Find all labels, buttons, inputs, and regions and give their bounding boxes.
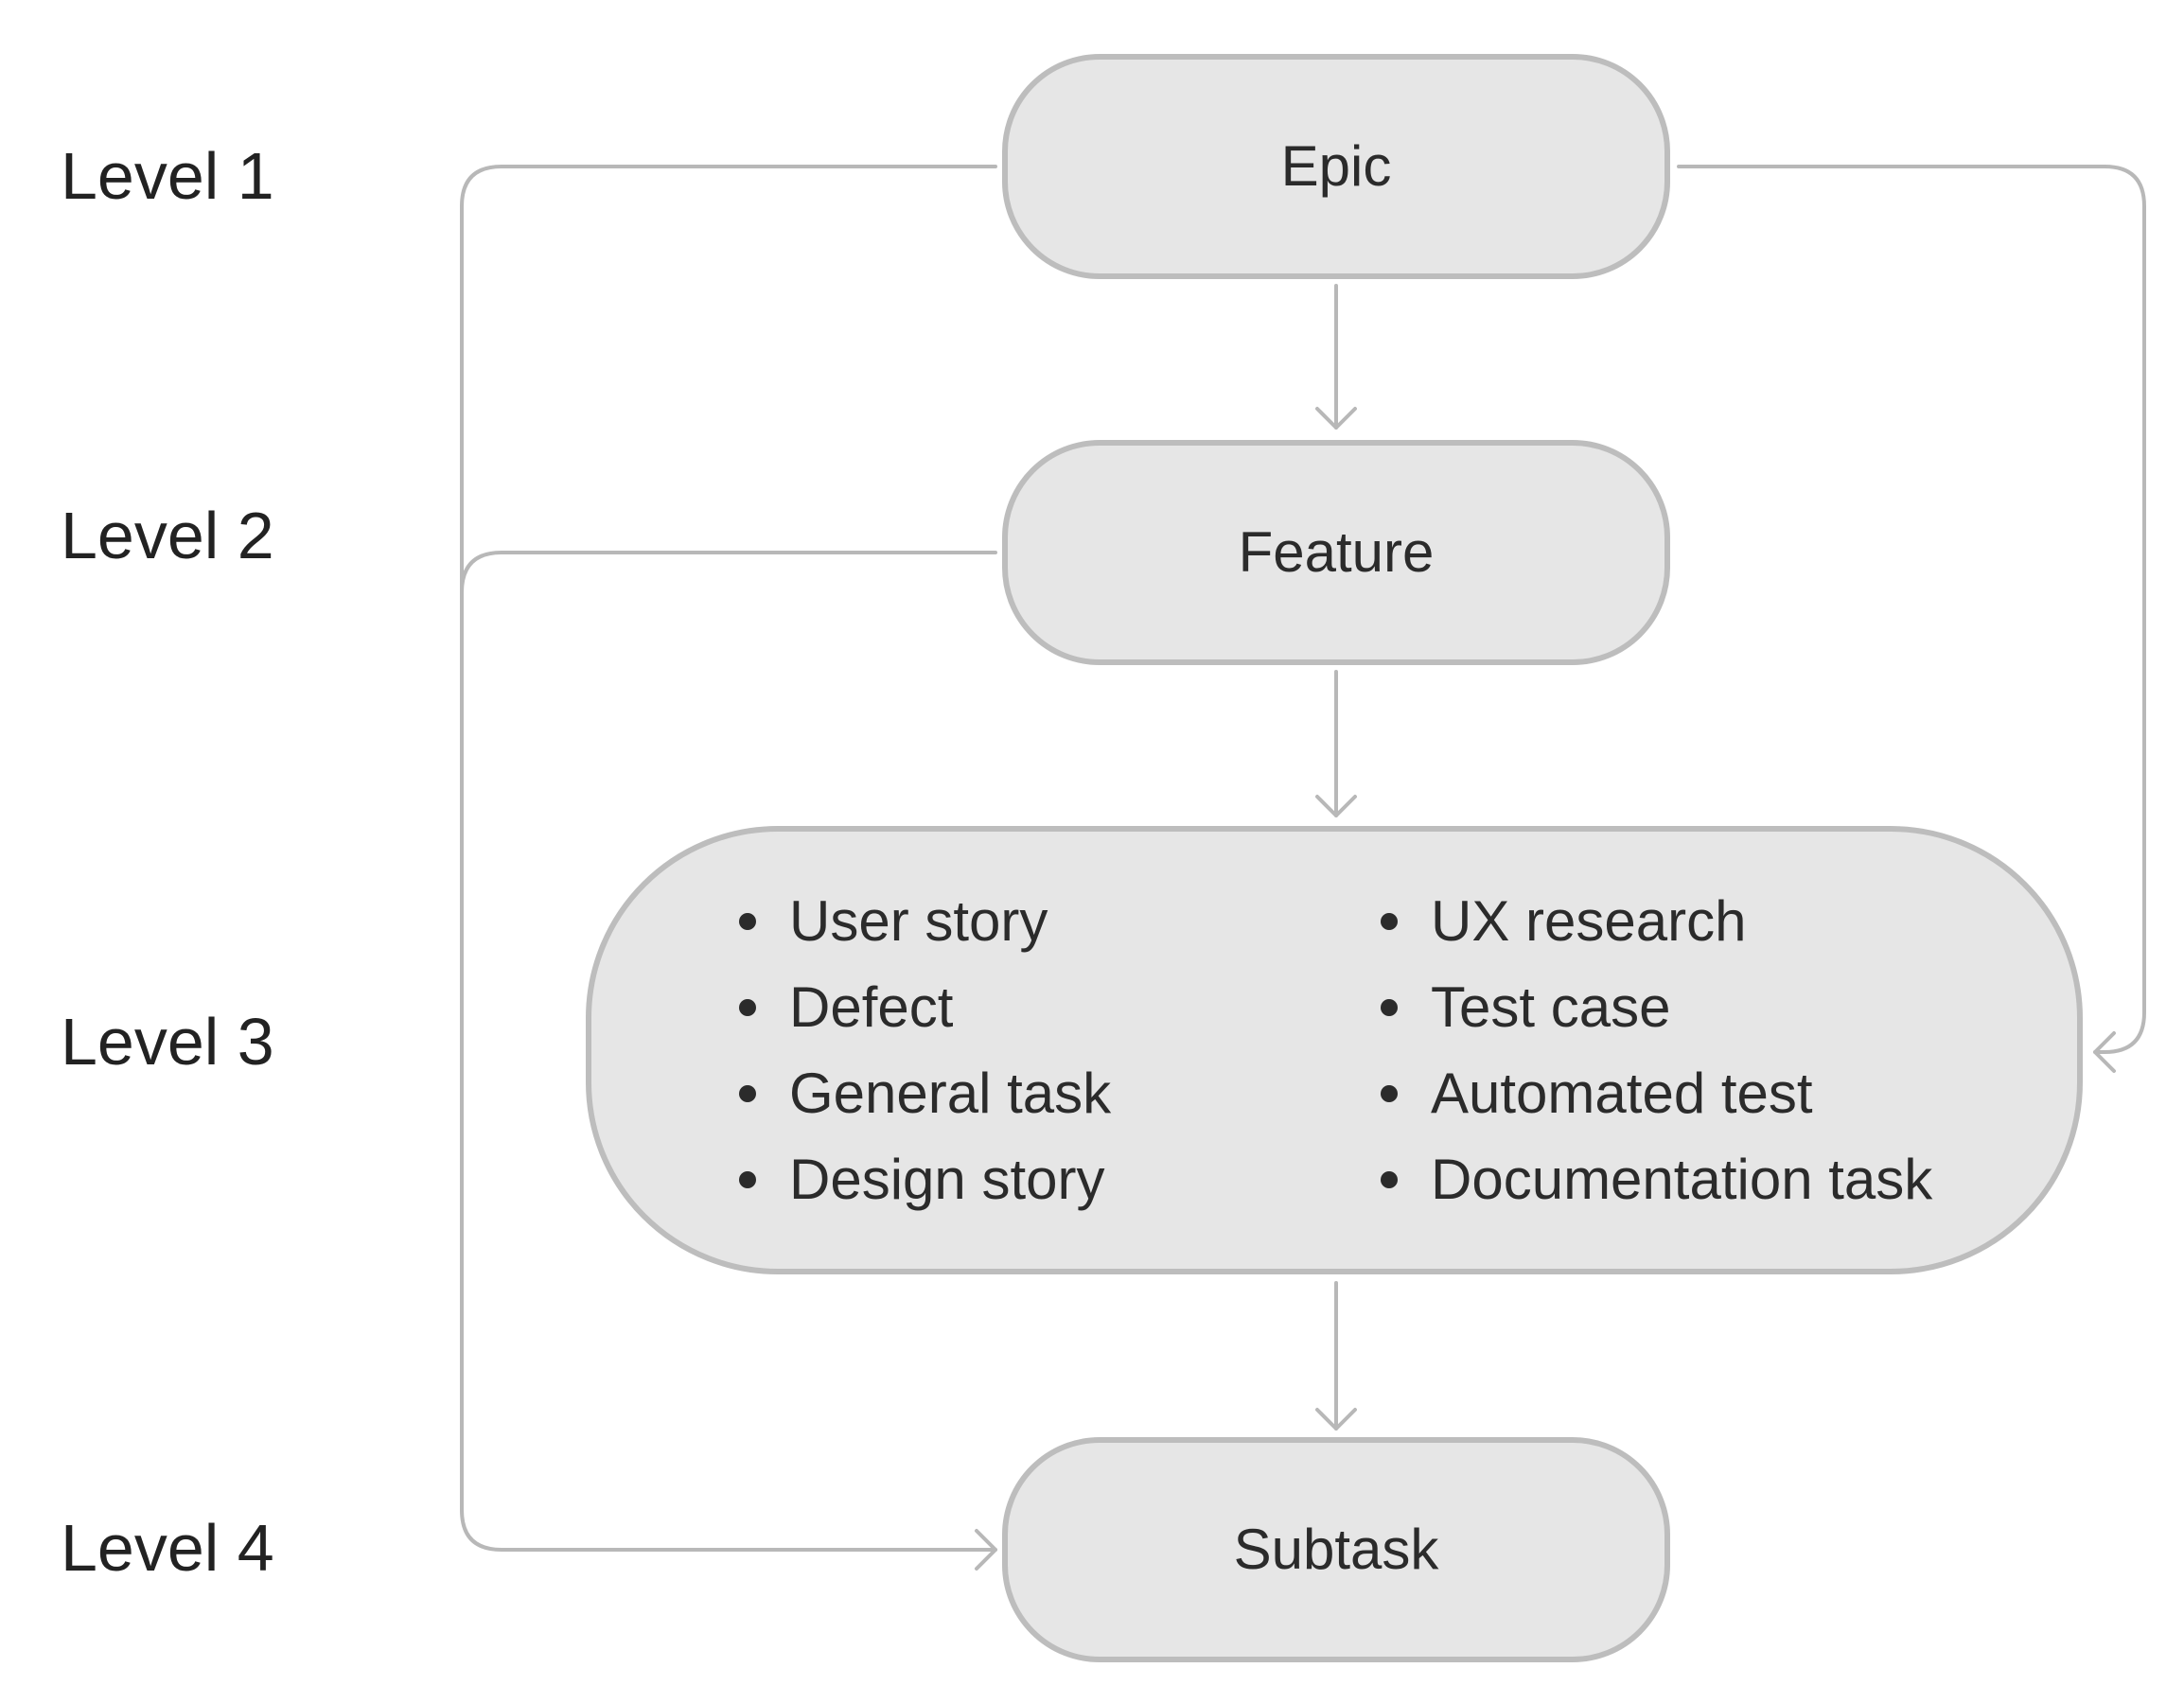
connector-epic-to-work-items bbox=[1677, 165, 2146, 1054]
bullet bbox=[1381, 913, 1398, 930]
work-item-ux-research: UX research bbox=[1431, 889, 1746, 953]
bullet bbox=[1381, 1171, 1398, 1188]
bullet bbox=[1381, 999, 1398, 1016]
level-3-label: Level 3 bbox=[61, 1005, 274, 1079]
epic-node: Epic bbox=[1002, 54, 1670, 279]
level-4-label: Level 4 bbox=[61, 1511, 274, 1585]
bullet bbox=[739, 1085, 756, 1102]
work-item-automated-test: Automated test bbox=[1431, 1062, 1813, 1125]
epic-label: Epic bbox=[1281, 134, 1392, 198]
feature-node: Feature bbox=[1002, 440, 1670, 665]
work-item-user-story: User story bbox=[789, 889, 1048, 953]
level-2-label: Level 2 bbox=[61, 499, 274, 572]
subtask-label: Subtask bbox=[1234, 1518, 1440, 1581]
level-1-label: Level 1 bbox=[61, 139, 274, 213]
arrowhead-to-subtask bbox=[975, 1529, 997, 1571]
work-item-design-story: Design story bbox=[789, 1148, 1104, 1211]
feature-box bbox=[1002, 440, 1670, 665]
bullet bbox=[739, 1171, 756, 1188]
work-item-documentation-task: Documentation task bbox=[1431, 1148, 1933, 1211]
epic-box bbox=[1002, 54, 1670, 279]
work-item-defect: Defect bbox=[789, 975, 954, 1039]
bullet bbox=[1381, 1085, 1398, 1102]
connector-epic-to-subtask bbox=[460, 165, 997, 1552]
work-item-general-task: General task bbox=[789, 1062, 1112, 1125]
arrowhead-feature-to-work-items bbox=[1315, 795, 1357, 817]
work-item-test-case: Test case bbox=[1431, 975, 1670, 1039]
arrowhead-work-items-to-subtask bbox=[1315, 1408, 1357, 1431]
work-items-node: User story Defect General task Design st… bbox=[586, 826, 2083, 1274]
subtask-node: Subtask bbox=[1002, 1437, 1670, 1662]
arrowhead-epic-to-feature bbox=[1315, 407, 1357, 430]
feature-label: Feature bbox=[1239, 520, 1435, 584]
bullet bbox=[739, 913, 756, 930]
subtask-box bbox=[1002, 1437, 1670, 1662]
arrowhead-to-work-items bbox=[2093, 1031, 2116, 1073]
bullet bbox=[739, 999, 756, 1016]
work-items-box bbox=[586, 826, 2083, 1274]
connector-feature-to-subtask bbox=[460, 551, 997, 594]
